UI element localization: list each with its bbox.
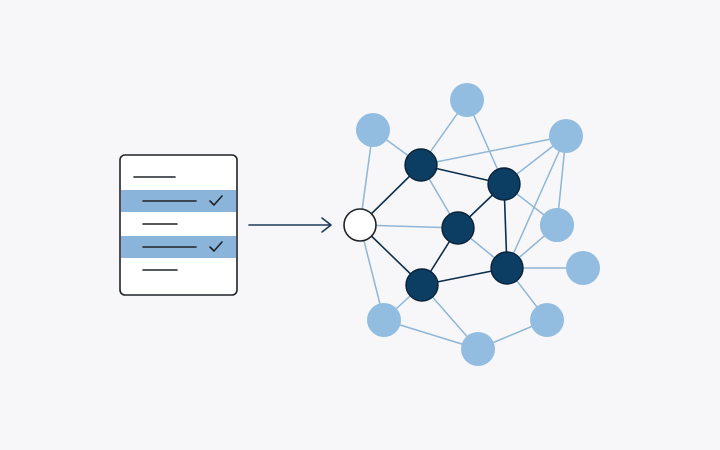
- graph-node-light: [530, 303, 564, 337]
- network-graph: [343, 83, 600, 366]
- graph-node-dark: [404, 148, 438, 182]
- graph-node-dark: [487, 167, 521, 201]
- graph-node-dark: [490, 251, 524, 285]
- checklist-frame: [119, 154, 238, 296]
- graph-node-light: [356, 113, 390, 147]
- graph-node-origin: [343, 208, 377, 242]
- graph-edge: [506, 135, 567, 269]
- graph-nodes: [343, 83, 600, 366]
- graph-node-light: [461, 332, 495, 366]
- graph-node-dark: [441, 211, 475, 245]
- graph-edge: [420, 135, 567, 166]
- arrow-right-icon: [248, 217, 332, 233]
- checklist-row: [121, 190, 236, 212]
- graph-node-light: [367, 303, 401, 337]
- graph-node-light: [540, 208, 574, 242]
- checkmark-icon: [209, 195, 223, 206]
- graph-node-light: [450, 83, 484, 117]
- checkmark-icon: [209, 241, 223, 252]
- graph-node-dark: [405, 268, 439, 302]
- checklist-row: [121, 236, 236, 258]
- graph-node-light: [549, 119, 583, 153]
- checklist-document: [119, 154, 238, 296]
- graph-node-light: [566, 251, 600, 285]
